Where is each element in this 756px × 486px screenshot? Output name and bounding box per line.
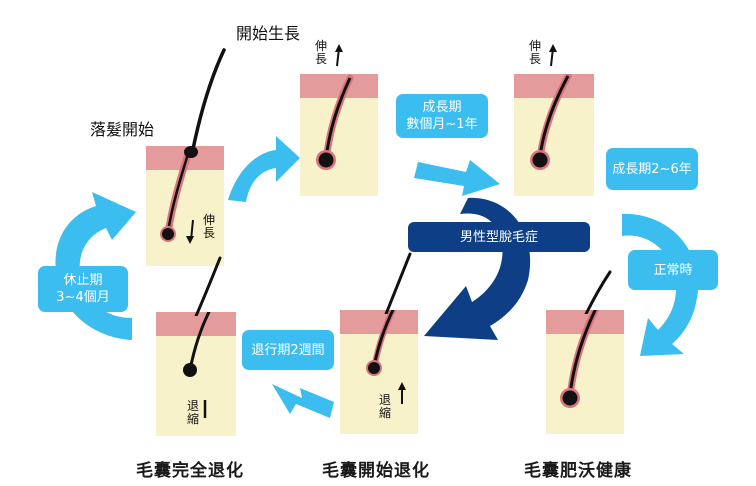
- follicle-growth: [514, 74, 594, 196]
- down-arrow-icon: [186, 219, 194, 244]
- pill-normal: 正常時: [628, 250, 718, 290]
- arrow-regression: [272, 384, 334, 418]
- pill-growth-months: 成長期 數個月~1年: [396, 94, 488, 138]
- follicle-healthy: [546, 310, 624, 434]
- healthy-hair-tip: [584, 270, 612, 314]
- up-arrow-icon: [398, 382, 406, 404]
- label-shedding-start: 落髮開始: [90, 120, 155, 139]
- up-arrow-icon: [549, 44, 557, 67]
- label-start-growth: 開始生長: [236, 24, 301, 43]
- follicle-shedding: [146, 146, 224, 266]
- label-stretch: 伸長: [528, 39, 541, 66]
- caption-start-regression: 毛囊開始退化: [322, 461, 430, 481]
- label-stretch: 伸長: [202, 213, 215, 240]
- pill-regression: 退行期2週間: [242, 330, 334, 370]
- arrow-normal-curve: [622, 213, 699, 356]
- shedding-hair: [184, 48, 226, 158]
- pill-male-alopecia: 男性型脫毛症: [408, 222, 590, 252]
- label-retract: 退縮: [186, 399, 199, 426]
- caption-complete-regression: 毛囊完全退化: [136, 461, 244, 481]
- pill-line: 3~4個月: [56, 290, 110, 305]
- caption-healthy: 毛囊肥沃健康: [524, 461, 632, 481]
- pill-rest: 休止期 3~4個月: [38, 266, 128, 312]
- regression-hair-tip: [384, 252, 412, 314]
- follicle-start-regression: [340, 310, 418, 434]
- pill-line: 休止期: [63, 273, 103, 288]
- follicle-complete-regression: [156, 312, 236, 436]
- label-stretch: 伸長: [314, 39, 327, 66]
- pill-growth-years: 成長期2~6年: [606, 148, 698, 190]
- arrow-to-growth-start: [228, 136, 300, 202]
- up-arrow-icon: [335, 44, 343, 67]
- label-retract: 退縮: [378, 393, 391, 420]
- arrow-growth-progress: [414, 160, 500, 196]
- complete-regression-hair-tip: [194, 256, 222, 316]
- pill-line: 數個月~1年: [406, 117, 478, 132]
- pill-line: 成長期: [422, 100, 462, 115]
- follicle-start-growth: [300, 74, 378, 196]
